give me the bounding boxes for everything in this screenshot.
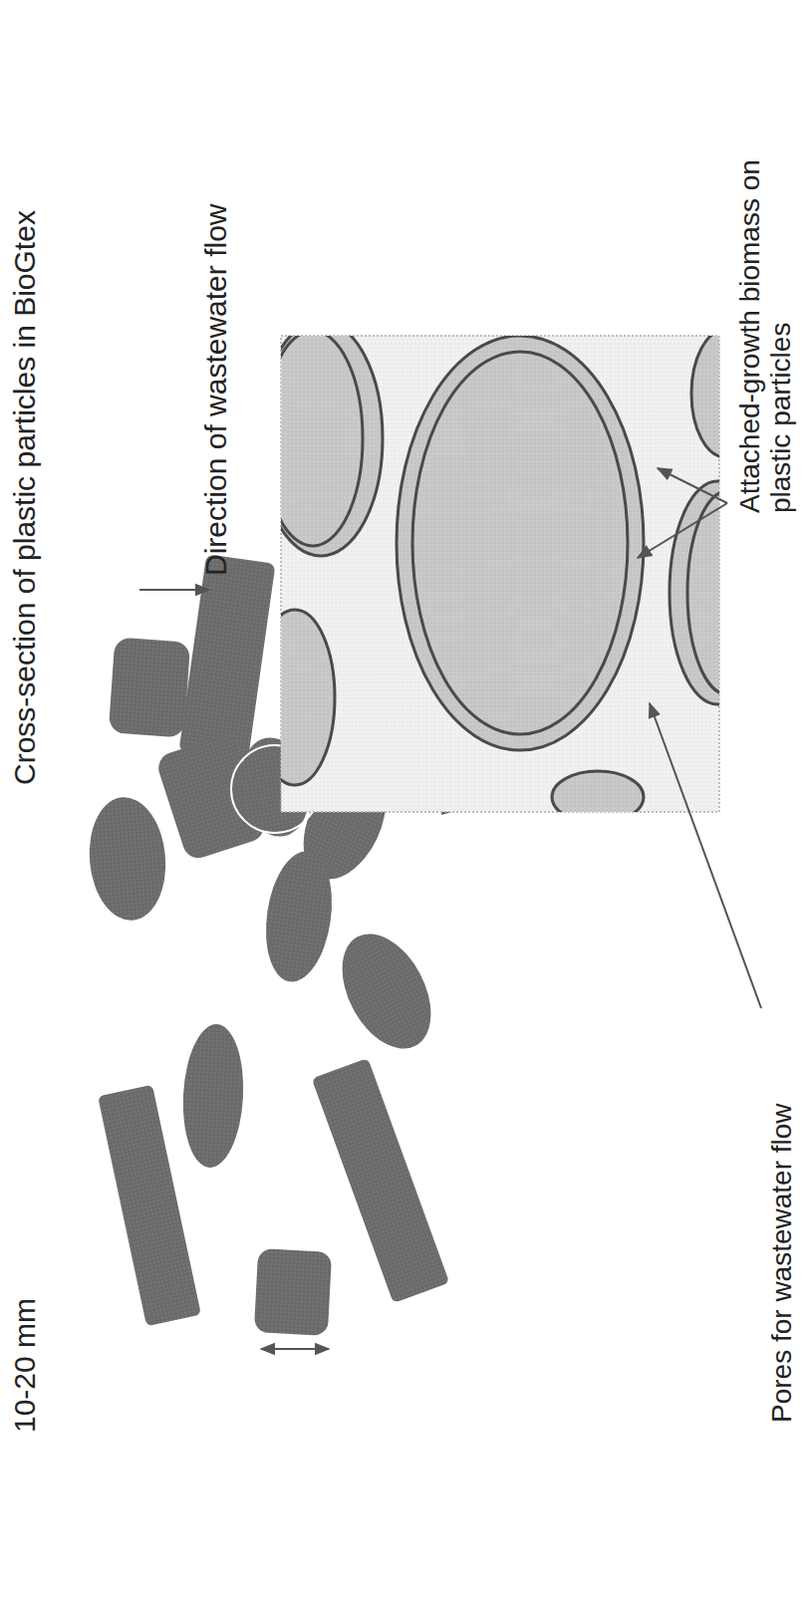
biomass-label: Attached-growth biomass on plastic parti… bbox=[735, 154, 798, 514]
pores-label: Pores for wastewater flow bbox=[767, 1102, 799, 1423]
magnified-view bbox=[255, 320, 768, 823]
flow-arrow bbox=[139, 588, 210, 591]
biomass-leader bbox=[657, 468, 728, 504]
dimension-arrow bbox=[261, 1347, 329, 1350]
figure-title: Cross-section of plastic particles in Bi… bbox=[7, 210, 41, 786]
dimension-label: 10-20 mm bbox=[7, 1298, 41, 1433]
flow-label: Direction of wastewater flow bbox=[199, 204, 233, 576]
biomass-leader bbox=[637, 503, 728, 558]
pores-leader bbox=[649, 703, 762, 1009]
